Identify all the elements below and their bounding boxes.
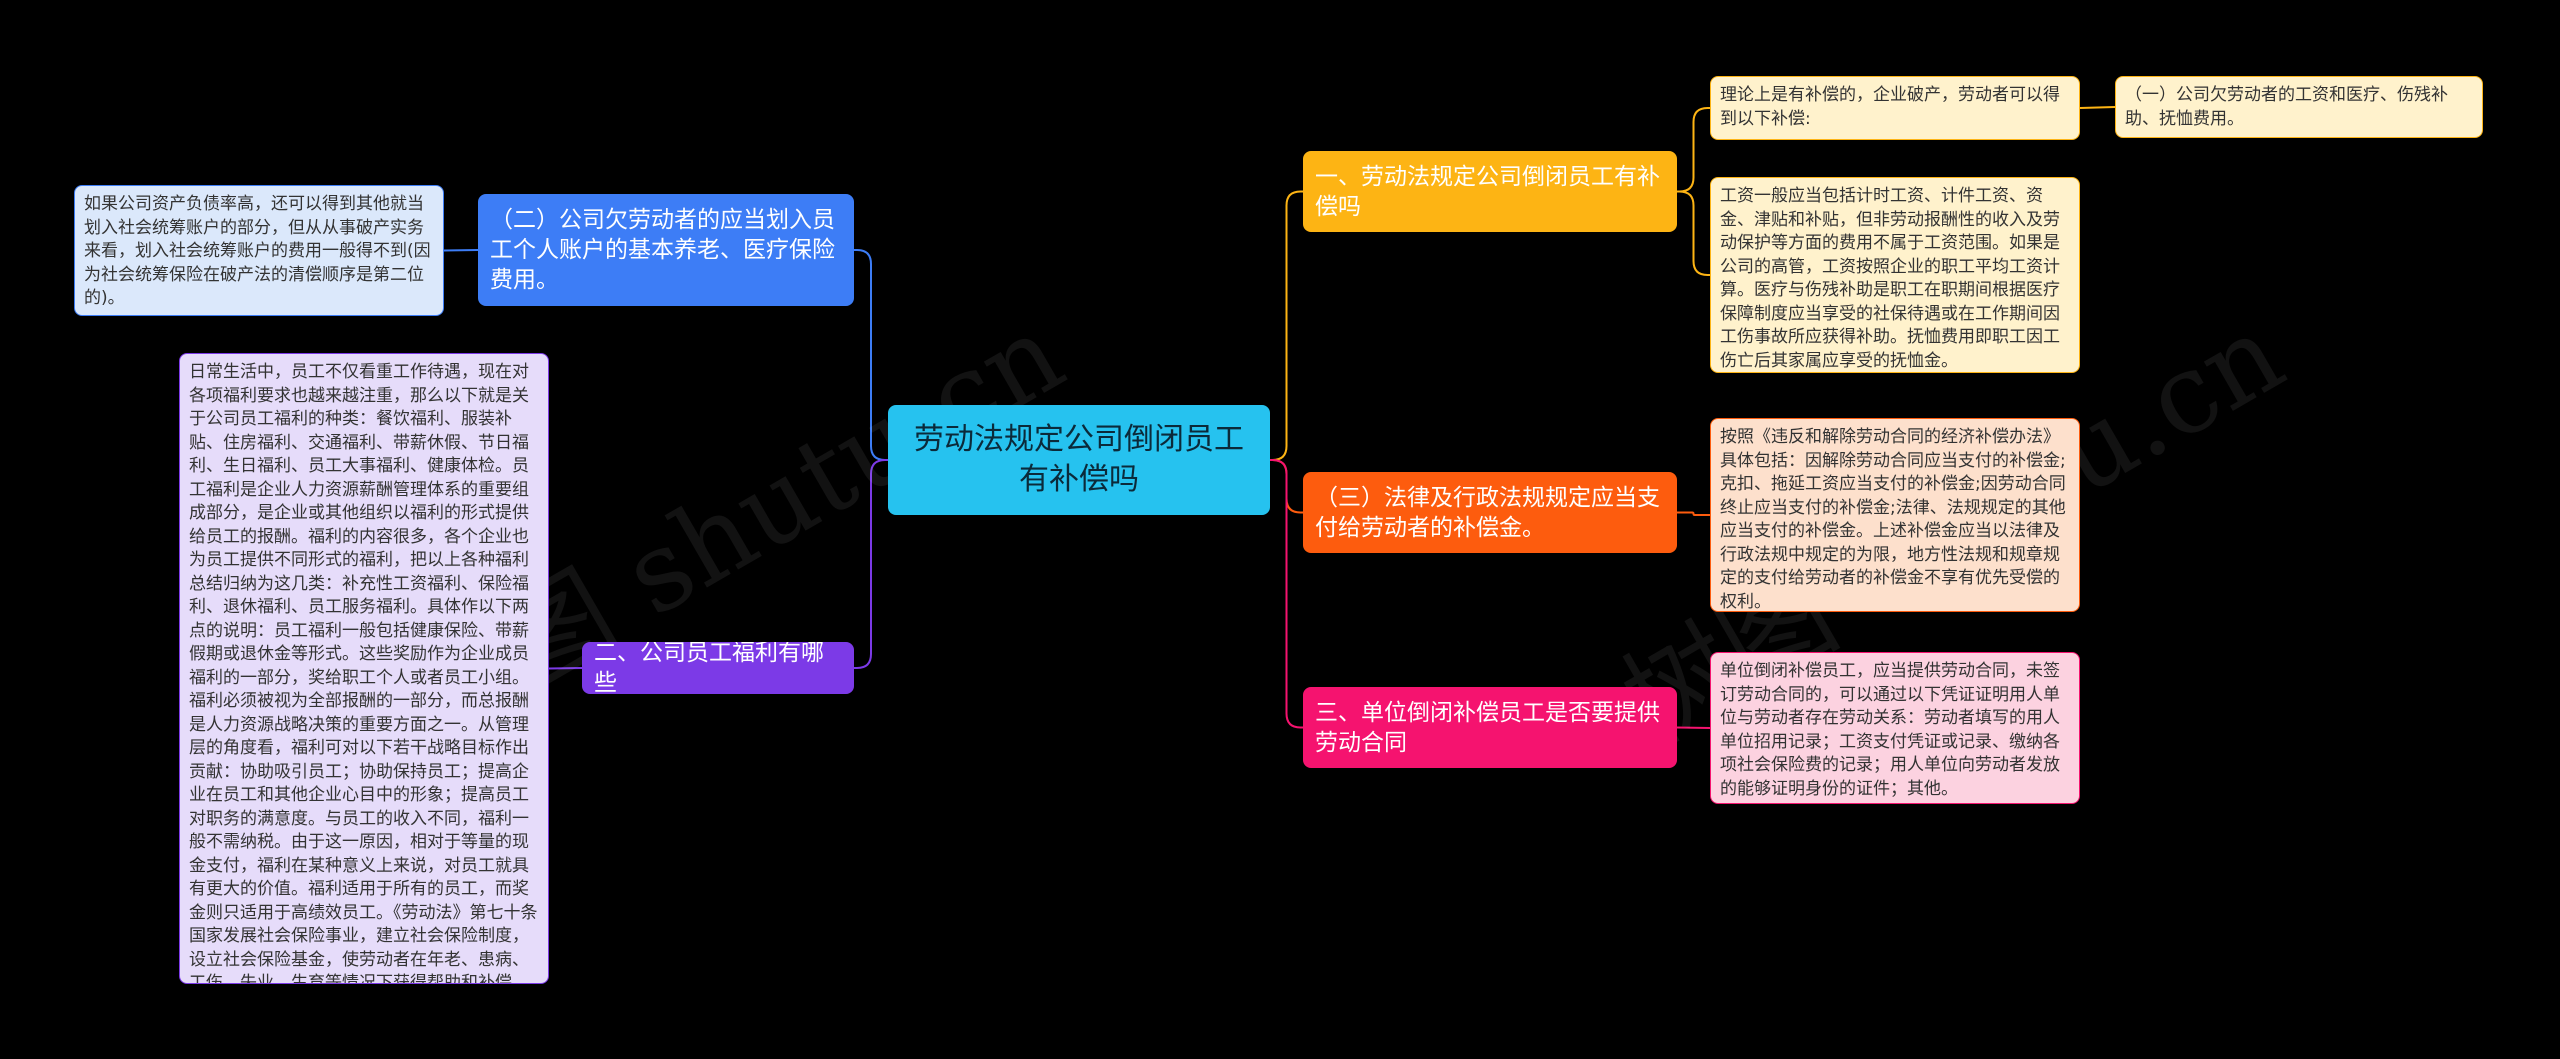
edge-branch-1-leaf-1 bbox=[1677, 107, 1710, 193]
edge-branch-left-2-leaf bbox=[548, 667, 583, 670]
root-topic[interactable]: 劳动法规定公司倒闭员工有补偿吗 bbox=[888, 405, 1270, 515]
leaf-1-1[interactable]: 理论上是有补偿的，企业破产，劳动者可以得到以下补偿: bbox=[1710, 76, 2080, 140]
branch-2-title[interactable]: （三）法律及行政法规规定应当支付给劳动者的补偿金。 bbox=[1303, 472, 1677, 553]
edge-branch-3-leaf-1 bbox=[1676, 726, 1711, 729]
edge-root-branch-1 bbox=[1270, 190, 1303, 461]
leaf-2-1[interactable]: 按照《违反和解除劳动合同的经济补偿办法》具体包括：因解除劳动合同应当支付的补偿金… bbox=[1710, 418, 2080, 612]
edge-leaf-1-1-child bbox=[2079, 106, 2116, 109]
branch-3-title[interactable]: 三、单位倒闭补偿员工是否要提供劳动合同 bbox=[1303, 687, 1677, 768]
leaf-left-2-1[interactable]: 日常生活中，员工不仅看重工作待遇，现在对各项福利要求也越来越注重，那么以下就是关… bbox=[179, 353, 549, 984]
edge-root-branch-3 bbox=[1270, 459, 1303, 729]
leaf-1-2[interactable]: 工资一般应当包括计时工资、计件工资、资金、津贴和补贴，但非劳动报酬性的收入及劳动… bbox=[1710, 177, 2080, 373]
edge-branch-1-leaf-2 bbox=[1677, 190, 1710, 276]
leaf-left-1-1[interactable]: 如果公司资产负债率高，还可以得到其他就当划入社会统筹账户的部分，但从从事破产实务… bbox=[74, 185, 444, 316]
edge-root-branch-left-1 bbox=[854, 249, 888, 461]
branch-1-title[interactable]: 一、劳动法规定公司倒闭员工有补偿吗 bbox=[1303, 151, 1677, 232]
edge-branch-left-1-leaf bbox=[443, 249, 479, 252]
leaf-3-1[interactable]: 单位倒闭补偿员工，应当提供劳动合同，未签订劳动合同的，可以通过以下凭证证明用人单… bbox=[1710, 652, 2080, 804]
branch-left-1-title[interactable]: （二）公司欠劳动者的应当划入员工个人账户的基本养老、医疗保险费用。 bbox=[478, 194, 854, 306]
leaf-1-1-1[interactable]: （一）公司欠劳动者的工资和医疗、伤残补助、抚恤费用。 bbox=[2115, 76, 2483, 138]
edge-root-branch-left-2 bbox=[854, 459, 888, 669]
edge-branch-2-leaf-1 bbox=[1677, 511, 1710, 516]
branch-left-2-title[interactable]: 二、公司员工福利有哪些 bbox=[582, 642, 854, 694]
